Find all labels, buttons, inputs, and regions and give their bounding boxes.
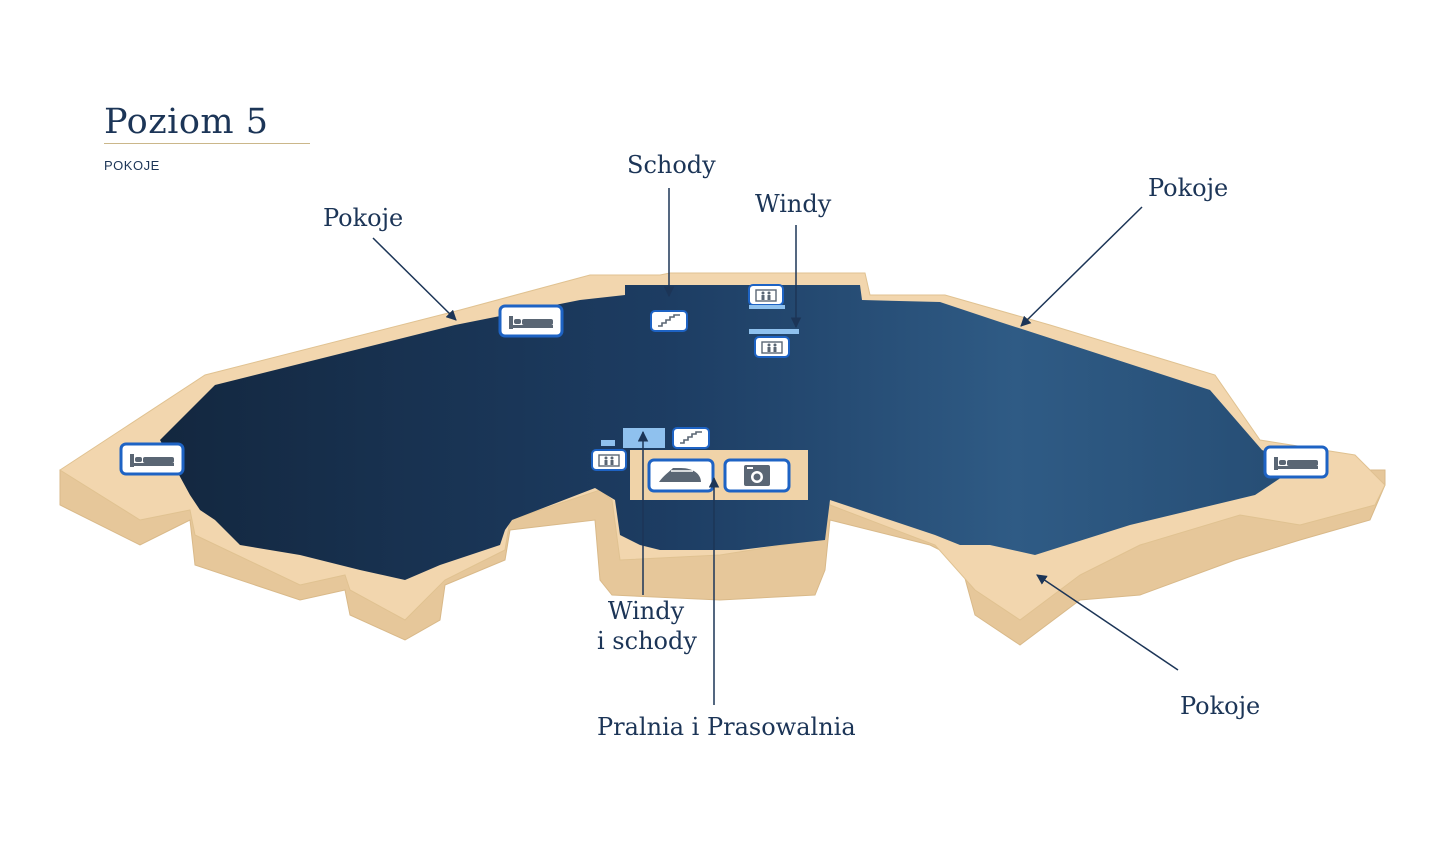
page-subtitle: POKOJE — [104, 158, 160, 173]
bed-icon[interactable] — [119, 442, 185, 476]
elevator-icon[interactable] — [591, 449, 627, 471]
bed-icon[interactable] — [498, 304, 564, 338]
leader-line-rooms-top-left — [372, 237, 457, 321]
label-elevators: Windy — [755, 190, 832, 218]
washing-machine-icon[interactable] — [723, 458, 791, 493]
leader-line-rooms-top-right — [1020, 206, 1143, 327]
elevator-door-marker — [749, 329, 799, 334]
label-elevators-and-stairs: Windy i schody — [597, 596, 697, 656]
elevator-door-marker — [749, 305, 785, 309]
label-laundry: Pralnia i Prasowalnia — [597, 713, 856, 741]
bed-icon[interactable] — [1263, 445, 1329, 479]
label-elevators-and-stairs-line1: Windy — [607, 597, 685, 625]
iron-icon[interactable] — [647, 458, 715, 493]
label-rooms-top-left: Pokoje — [323, 204, 404, 232]
building-outline — [59, 272, 1386, 646]
elevator-icon[interactable] — [754, 336, 790, 358]
elevator-icon[interactable] — [748, 284, 784, 306]
stairs-icon[interactable] — [672, 427, 710, 449]
leader-lines — [372, 188, 1179, 705]
label-elevators-and-stairs-line2: i schody — [597, 627, 697, 655]
elevator-door-marker — [601, 440, 615, 446]
floor-area — [160, 285, 1300, 580]
label-rooms-bottom-right: Pokoje — [1180, 692, 1261, 720]
stairs-icon[interactable] — [650, 310, 688, 332]
label-rooms-top-right: Pokoje — [1148, 174, 1229, 202]
page-title: Poziom 5 — [104, 102, 269, 142]
stairwell-block — [623, 428, 665, 448]
title-block: Poziom 5 POKOJE — [104, 100, 310, 173]
label-stairs: Schody — [627, 151, 716, 179]
title-divider — [104, 143, 310, 144]
leader-line-rooms-bottom-right — [1036, 574, 1179, 671]
